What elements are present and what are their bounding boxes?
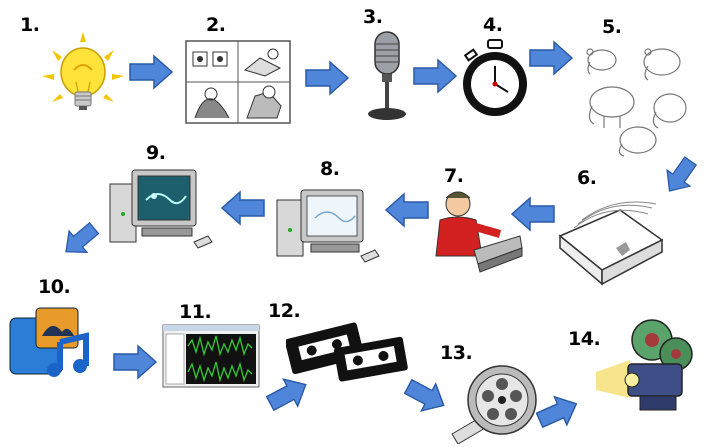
audio-editor-icon [162, 324, 260, 388]
video-tape-icon [286, 320, 408, 382]
step-number-9: 9. [146, 142, 166, 164]
storyboard-icon [185, 40, 291, 124]
film-reel-icon [446, 362, 538, 444]
paper-stack-icon [556, 192, 666, 296]
step-number-7: 7. [444, 165, 464, 187]
arrow-up-right-icon [266, 378, 307, 412]
arrow-right-icon [305, 60, 350, 96]
step-number-6: 6. [577, 167, 597, 189]
arrow-right-icon [129, 54, 174, 90]
step-number-12: 12. [268, 300, 301, 322]
arrow-right-icon [113, 344, 158, 380]
microphone-icon [362, 30, 412, 122]
arrow-left-icon [510, 196, 555, 232]
arrow-up-right-icon [536, 395, 578, 429]
arrow-down-right-icon [404, 378, 445, 412]
arrow-down-left-icon [666, 156, 698, 192]
media-apps-icon [8, 306, 98, 380]
step-number-5: 5. [602, 16, 622, 38]
step-number-8: 8. [320, 158, 340, 180]
step-number-1: 1. [20, 14, 40, 36]
arrow-right-icon [413, 58, 458, 94]
projector-icon [594, 316, 698, 416]
step-number-2: 2. [206, 14, 226, 36]
arrow-left-icon [384, 192, 429, 228]
lightbulb-icon [38, 30, 128, 120]
step-number-14: 14. [568, 328, 601, 350]
step-number-13: 13. [440, 342, 473, 364]
arrow-down-left-icon [65, 222, 100, 254]
arrow-left-icon [220, 190, 265, 226]
arrow-right-icon [529, 40, 574, 76]
stopwatch-icon [460, 38, 530, 120]
scanner-person-icon [428, 186, 524, 278]
elephant-sketches-icon [582, 40, 697, 160]
step-number-4: 4. [483, 14, 503, 36]
computer-sketch-icon [275, 186, 385, 270]
step-number-10: 10. [38, 276, 71, 298]
step-number-3: 3. [363, 6, 383, 28]
computer-color-icon [108, 166, 218, 256]
step-number-11: 11. [179, 301, 212, 323]
